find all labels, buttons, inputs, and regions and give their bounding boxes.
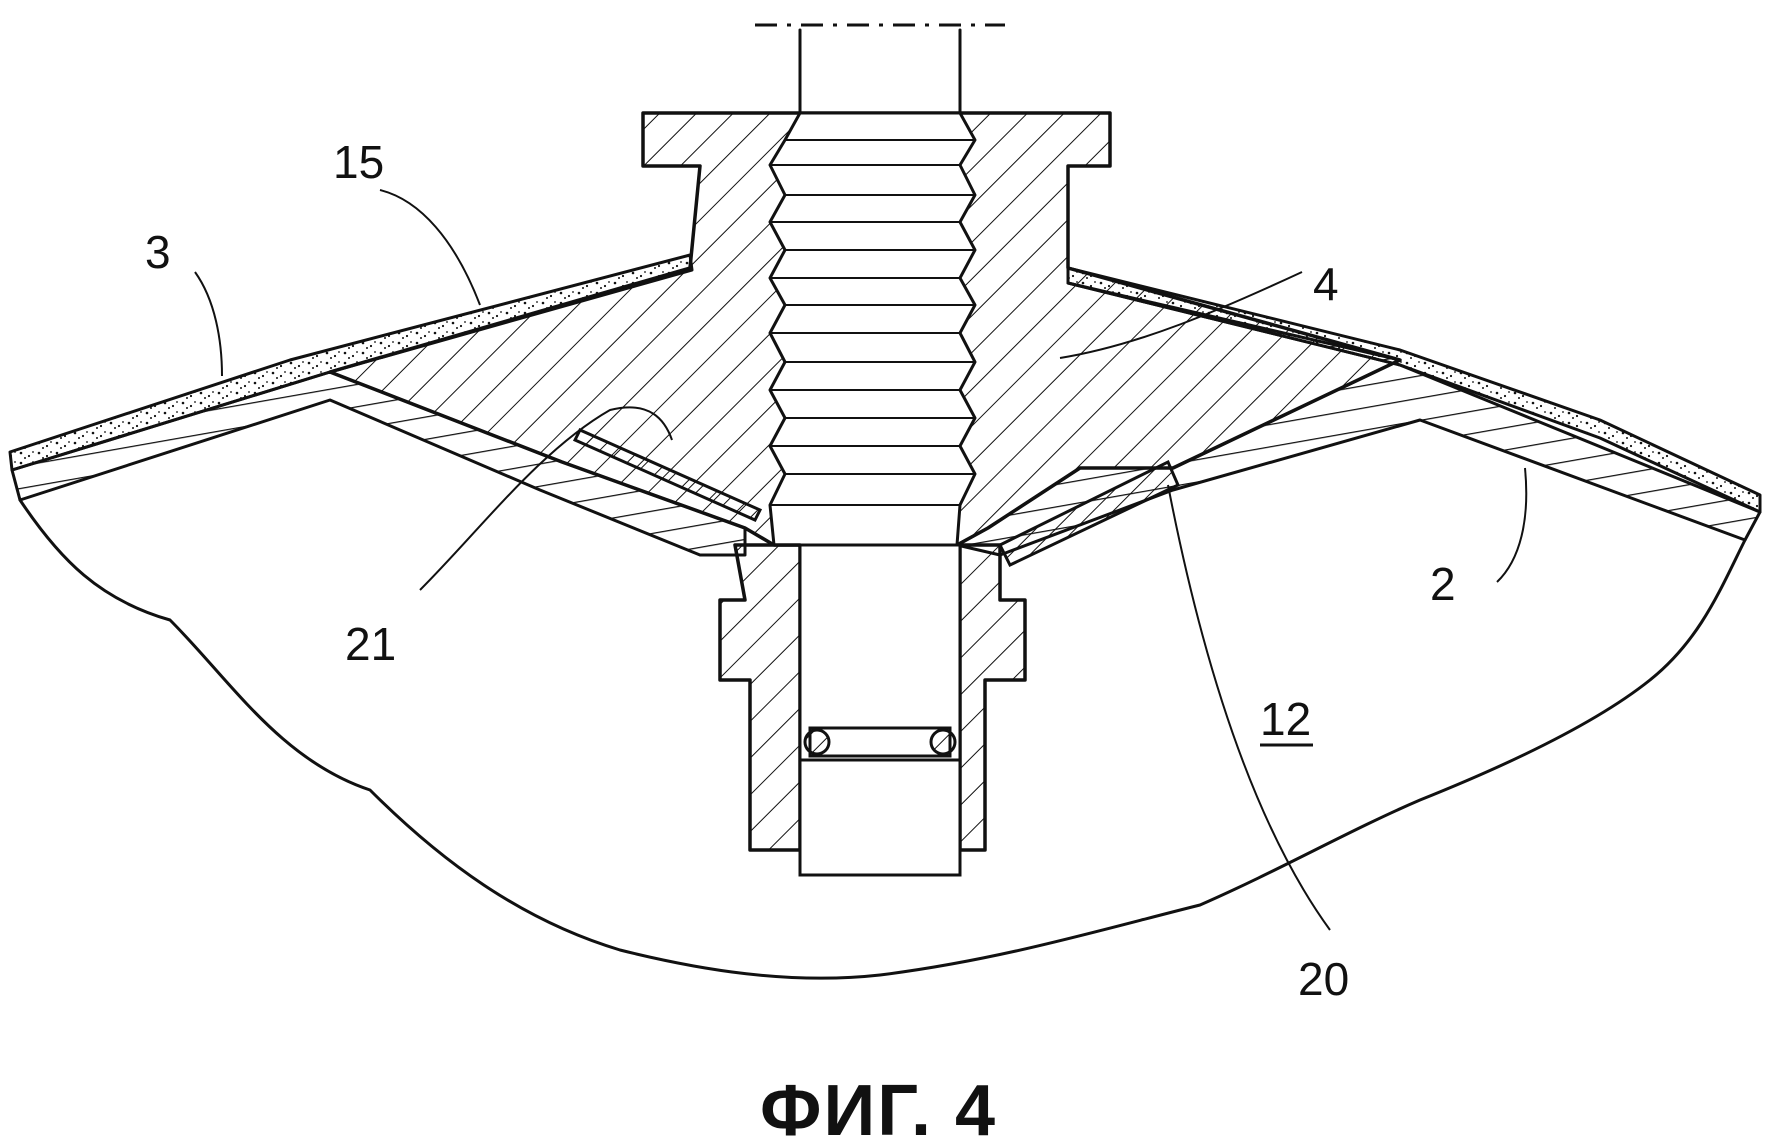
leader-lines bbox=[194, 189, 1528, 931]
sleeve-left-wall bbox=[718, 543, 802, 852]
label-4: 4 bbox=[1313, 258, 1339, 310]
sleeve-bore bbox=[798, 543, 962, 877]
label-3: 3 bbox=[145, 226, 171, 278]
sleeve-right-wall bbox=[958, 543, 1027, 852]
label-15: 15 bbox=[333, 136, 384, 188]
thread-crests bbox=[770, 139, 975, 506]
top-stem bbox=[755, 23, 1005, 115]
panel-left bbox=[10, 370, 747, 557]
label-12: 12 bbox=[1260, 693, 1311, 745]
plate-21 bbox=[572, 428, 763, 522]
substrate-break-line bbox=[18, 498, 1747, 980]
label-21: 21 bbox=[345, 618, 396, 670]
label-20: 20 bbox=[1298, 953, 1349, 1005]
threaded-bore bbox=[768, 111, 977, 547]
o-ring bbox=[803, 726, 957, 758]
figure-caption: ФИГ. 4 bbox=[760, 1071, 997, 1141]
label-2: 2 bbox=[1430, 558, 1456, 610]
ring-20 bbox=[997, 459, 1180, 567]
